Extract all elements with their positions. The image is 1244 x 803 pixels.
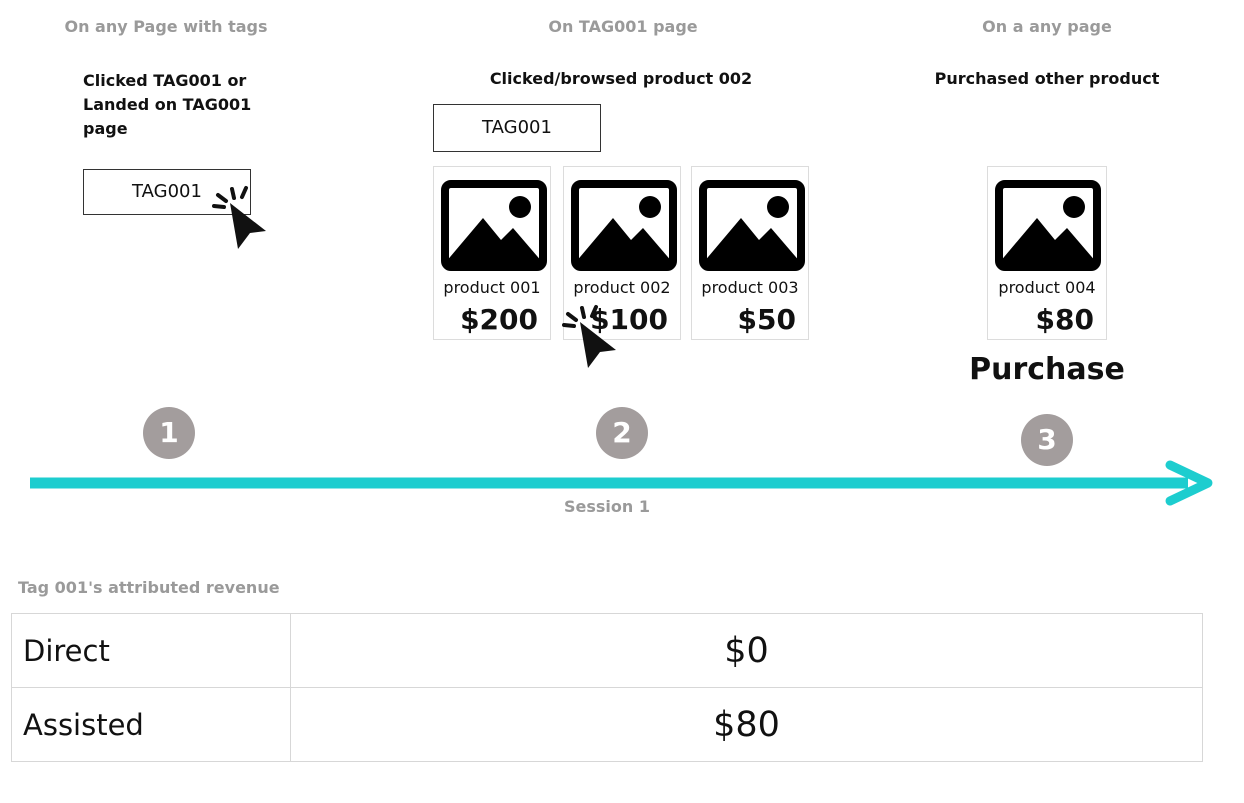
step-1-badge: 1 xyxy=(143,407,195,459)
row-label: Direct xyxy=(11,613,291,688)
table-row: Assisted $80 xyxy=(11,687,1203,762)
click-cursor-icon xyxy=(212,186,266,249)
product-price: $200 xyxy=(460,303,538,336)
image-placeholder-icon xyxy=(699,180,805,271)
session-label: Session 1 xyxy=(564,497,650,516)
step-2-location: On TAG001 page xyxy=(548,17,698,36)
step-1-action-line-1: Clicked TAG001 or xyxy=(83,71,247,90)
step-2-badge: 2 xyxy=(596,407,648,459)
timeline-arrow xyxy=(30,460,1213,506)
row-value: $80 xyxy=(290,687,1203,762)
step-2-action: Clicked/browsed product 002 xyxy=(489,69,753,88)
product-name: product 003 xyxy=(701,278,799,297)
product-name: product 002 xyxy=(573,278,671,297)
row-label: Assisted xyxy=(11,687,291,762)
step-1-location: On any Page with tags xyxy=(64,17,268,36)
product-price: $100 xyxy=(590,303,668,336)
step-3-badge: 3 xyxy=(1021,414,1073,466)
step-1-action: Clicked TAG001 or Landed on TAG001 page xyxy=(83,69,283,141)
product-name: product 004 xyxy=(998,278,1096,297)
step-3-location: On a any page xyxy=(982,17,1112,36)
purchase-label: Purchase xyxy=(969,352,1125,387)
product-card-004[interactable]: product 004 $80 xyxy=(987,166,1107,340)
revenue-table: Direct $0 Assisted $80 xyxy=(11,613,1203,762)
product-card-001[interactable]: product 001 $200 xyxy=(433,166,551,340)
step-3-action: Purchased other product xyxy=(934,69,1160,88)
table-row: Direct $0 xyxy=(11,613,1203,688)
step-1-action-line-3: page xyxy=(83,119,128,138)
product-name: product 001 xyxy=(443,278,541,297)
step-1-action-line-2: Landed on TAG001 xyxy=(83,95,252,114)
image-placeholder-icon xyxy=(995,180,1101,271)
revenue-title: Tag 001's attributed revenue xyxy=(18,578,280,597)
row-value: $0 xyxy=(290,613,1203,688)
image-placeholder-icon xyxy=(441,180,547,271)
product-price: $50 xyxy=(737,303,796,336)
tag-header: TAG001 xyxy=(433,104,601,152)
product-price: $80 xyxy=(1035,303,1094,336)
click-cursor-icon xyxy=(562,305,616,368)
product-card-003[interactable]: product 003 $50 xyxy=(691,166,809,340)
tag-button[interactable]: TAG001 xyxy=(83,169,251,215)
image-placeholder-icon xyxy=(571,180,677,271)
